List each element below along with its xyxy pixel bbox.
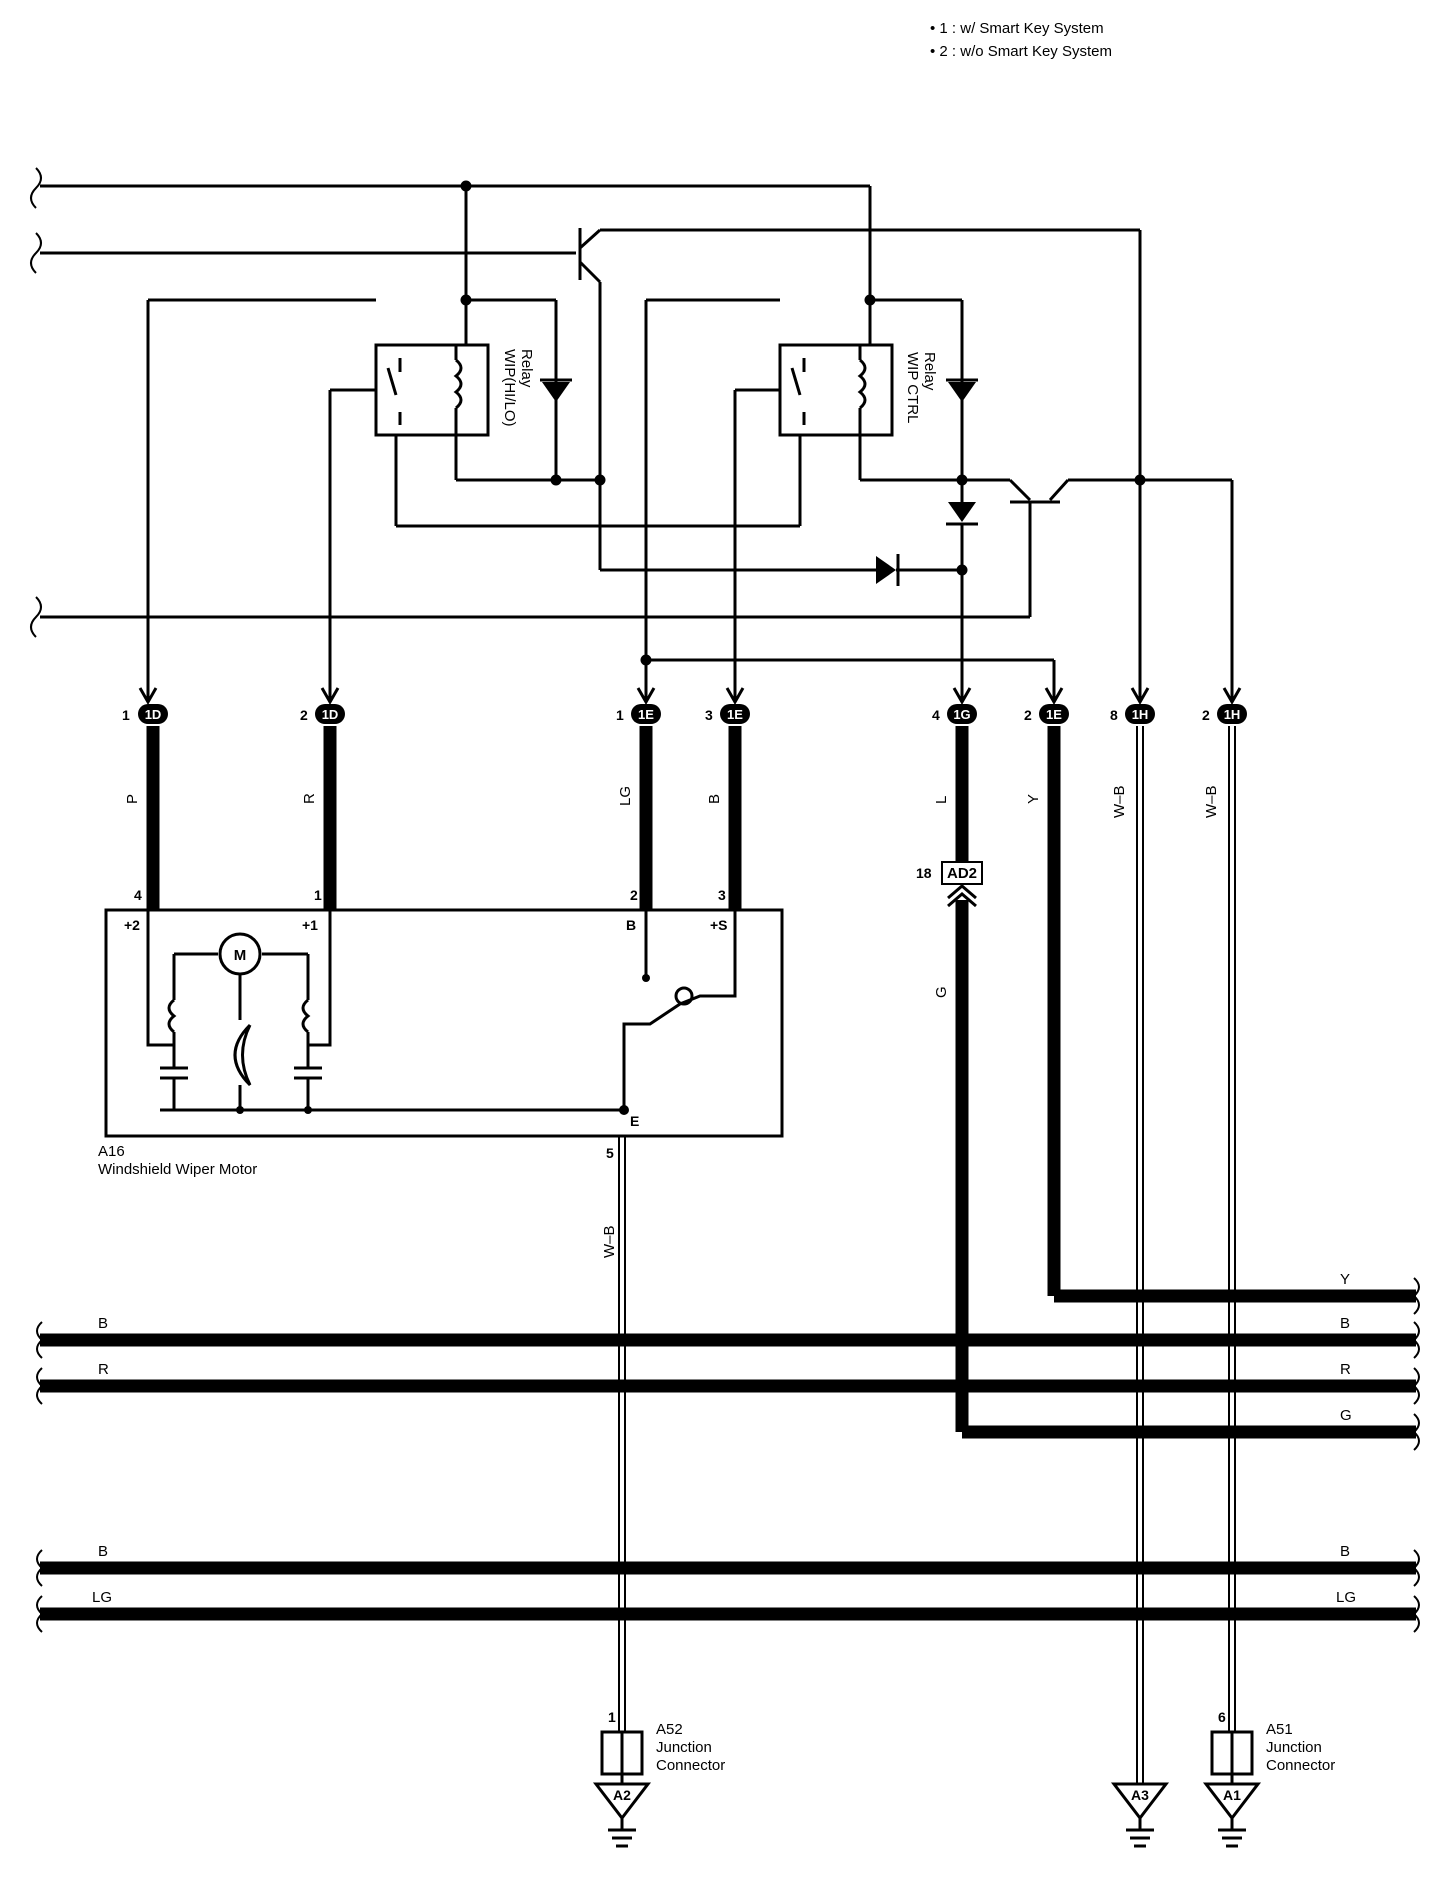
motor-name: Windshield Wiper Motor: [98, 1161, 257, 1178]
inline-connector-ad2: AD2 18: [916, 861, 983, 908]
conn-5-id: 1G: [953, 707, 970, 722]
bus-upper-right-1: B: [1340, 1315, 1350, 1332]
wire-label-6: Y: [1025, 794, 1042, 804]
motor-pin-3: 2: [630, 887, 638, 903]
motor-pin-4: 3: [718, 887, 726, 903]
ground-a1-label: A1: [1223, 1787, 1241, 1803]
junction-a52: 1 A52 Junction Connector A2: [592, 1709, 725, 1848]
ground-wires: [618, 726, 1236, 1784]
junction-a51: 6 A51 Junction Connector A1: [1202, 1709, 1335, 1848]
bus-lower-left-1: LG: [92, 1589, 112, 1606]
motor-ground-wire-label: W–B: [601, 1225, 618, 1258]
conn-6-pin: 2: [1024, 707, 1032, 723]
conn-1-pin: 1: [122, 707, 130, 723]
bus-upper-left-2: R: [98, 1361, 109, 1378]
a51-label2: Connector: [1266, 1757, 1335, 1774]
relay-wiring: [146, 298, 1010, 700]
a52-label2: Connector: [656, 1757, 725, 1774]
ctrl-relay-label-2: Relay: [921, 352, 938, 391]
bus-upper-left-1: B: [98, 1315, 108, 1332]
lower-bus: B LG B LG: [36, 1543, 1420, 1633]
a52-pin: 1: [608, 1709, 616, 1725]
wire-label-1: P: [124, 794, 141, 804]
connector-2: 1D 2: [300, 687, 345, 724]
motor-term-5: E: [630, 1113, 639, 1129]
connector-6: 1E 2: [1024, 687, 1069, 724]
bus-lower-left-0: B: [98, 1543, 108, 1560]
connector-3: 1E 1: [616, 687, 661, 724]
bus-lower-right-1: LG: [1336, 1589, 1356, 1606]
bus-upper-right-2: R: [1340, 1361, 1351, 1378]
connector-5: 1G 4: [932, 687, 977, 724]
connector-1: 1D 1: [122, 687, 168, 724]
input-break-marks: [30, 167, 42, 638]
wire-label-4: B: [706, 794, 723, 804]
wire-label-g: G: [933, 986, 950, 998]
conn-2-pin: 2: [300, 707, 308, 723]
conn-5-pin: 4: [932, 707, 940, 723]
wire-label-3: LG: [617, 786, 634, 806]
wire-label-7: W–B: [1111, 785, 1128, 818]
connector-7: 1H 8: [1110, 687, 1155, 724]
wire-label-5: L: [933, 796, 950, 804]
motor-symbol: M: [234, 947, 247, 964]
motor-harness: [146, 726, 1416, 1439]
conn-4-id: 1E: [727, 707, 743, 722]
ground-a3-label: A3: [1131, 1787, 1149, 1803]
conn-3-id: 1E: [638, 707, 654, 722]
wire-color-labels: P R LG B L Y W–B W–B G: [124, 785, 1220, 998]
conn-8-pin: 2: [1202, 707, 1210, 723]
conn-7-pin: 8: [1110, 707, 1118, 723]
motor-id: A16: [98, 1143, 125, 1160]
lower-transistor: [1008, 474, 1234, 700]
conn-2-id: 1D: [322, 707, 339, 722]
ground-a2-label: A2: [613, 1787, 631, 1803]
wire-label-8: W–B: [1203, 785, 1220, 818]
legend-note-2: • 2 : w/o Smart Key System: [930, 43, 1112, 60]
ad2-pin: 18: [916, 865, 932, 881]
bus-lower-right-0: B: [1340, 1543, 1350, 1560]
top-input-wires: [40, 184, 1030, 619]
motor-term-1: +2: [124, 917, 140, 933]
a51-label1: Junction: [1266, 1739, 1322, 1756]
conn-7-id: 1H: [1132, 707, 1149, 722]
wip-ctrl-relay: WIP CTRL Relay: [778, 343, 938, 437]
wip-hilo-relay: WIP(HI/LO) Relay: [374, 343, 535, 437]
motor-term-3: B: [626, 917, 636, 933]
legend-note-1: • 1 : w/ Smart Key System: [930, 20, 1104, 37]
bus-upper-right-3: G: [1340, 1407, 1352, 1424]
conn-6-id: 1E: [1046, 707, 1062, 722]
bus-upper-right-0: Y: [1340, 1271, 1350, 1288]
motor-pin-2: 1: [314, 887, 322, 903]
wire-label-2: R: [301, 793, 318, 804]
conn-8-id: 1H: [1224, 707, 1241, 722]
a52-label1: Junction: [656, 1739, 712, 1756]
conn-3-pin: 1: [616, 707, 624, 723]
a51-pin: 6: [1218, 1709, 1226, 1725]
motor-term-2: +1: [302, 917, 318, 933]
a52-id: A52: [656, 1721, 683, 1738]
ctrl-relay-label: WIP CTRL: [904, 352, 921, 423]
motor-term-4: +S: [710, 917, 728, 933]
ground-a3: A3: [1110, 1782, 1170, 1848]
hilo-relay-label-2: Relay: [518, 349, 535, 388]
motor-pin-1: 4: [134, 887, 142, 903]
connector-8: 1H 2: [1202, 687, 1247, 724]
motor-pin-5: 5: [606, 1145, 614, 1161]
a51-id: A51: [1266, 1721, 1293, 1738]
branch-1e: [640, 654, 1056, 700]
connector-4: 1E 3: [705, 687, 750, 724]
upper-bus: B R Y B R G: [36, 1271, 1420, 1451]
hilo-relay-label: WIP(HI/LO): [501, 349, 518, 427]
conn-4-pin: 3: [705, 707, 713, 723]
ad2-id: AD2: [947, 865, 977, 882]
conn-1-id: 1D: [145, 707, 162, 722]
windshield-wiper-motor: +2 +1 B +S E 4 1 2 3 5 M A16 Windshield …: [98, 887, 784, 1258]
